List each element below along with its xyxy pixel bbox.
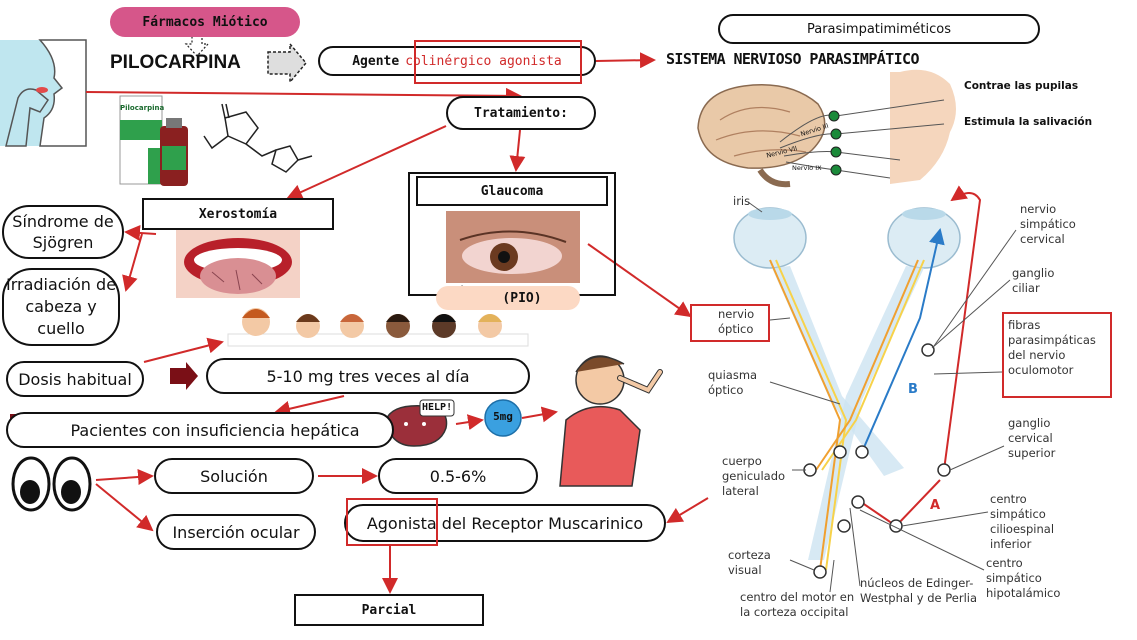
agente-highlight: colinérgico agonista xyxy=(405,53,562,69)
five-mg-text: 5mg xyxy=(493,410,513,423)
insercion-box: Inserción ocular xyxy=(156,514,316,550)
tratamiento-box: Tratamiento: xyxy=(446,96,596,130)
xerostomia-box: Xerostomía xyxy=(142,198,334,230)
dashed-arrow-icon xyxy=(267,41,307,85)
help-text: HELP! xyxy=(422,402,453,413)
letter-a-label: A xyxy=(930,498,941,513)
pacientes-box: Pacientes con insuficiencia hepática xyxy=(6,412,394,448)
agente-box: Agente colinérgico agonista xyxy=(318,46,596,76)
tratamiento-text: Tratamiento: xyxy=(474,105,568,121)
dry-mouth-image xyxy=(176,230,300,298)
molecule-structure xyxy=(203,103,313,173)
irradiacion-box: Irradiación de cabeza y cuello xyxy=(2,268,120,346)
iris-label: iris xyxy=(733,194,751,208)
sjogren-text: Síndrome de Sjögren xyxy=(12,212,114,252)
red-eye-image xyxy=(446,211,580,283)
centro-hipo-label: centro simpático hipotalámico xyxy=(986,556,1061,600)
insercion-text: Inserción ocular xyxy=(172,522,300,542)
product-box-label: Pilocarpina xyxy=(120,104,165,112)
sjogren-box: Síndrome de Sjögren xyxy=(2,205,124,259)
parcial-text: Parcial xyxy=(361,602,417,618)
solucion-valor-text: 0.5-6% xyxy=(429,466,487,486)
nervio-simpatico-label: nervio simpático cervical xyxy=(1020,202,1076,246)
saliva-label: Estimula la salivación xyxy=(964,116,1093,128)
person-pill-illustration xyxy=(0,39,87,147)
agonista-box: Agonista del Receptor Muscarinico xyxy=(344,504,666,542)
farmacos-text: Fármacos Miótico xyxy=(142,14,268,30)
fibras-label: fibras parasimpáticas del nervio oculomo… xyxy=(1008,318,1096,377)
sistema-title: SISTEMA NERVIOSO PARASIMPÁTICO xyxy=(666,50,920,68)
parasimpat-box: Parasimpatimiméticos xyxy=(718,14,1040,44)
parcial-box: Parcial xyxy=(294,594,484,626)
agonista-text: Agonista del Receptor Muscarinico xyxy=(366,513,644,533)
dosis-valor-box: 5-10 mg tres veces al día xyxy=(206,358,530,394)
dosis-text: Dosis habitual xyxy=(18,369,132,389)
cartoon-eyes-icon xyxy=(11,456,92,512)
fibras-box xyxy=(1002,312,1112,398)
drug-name: PILOCARPINA xyxy=(110,52,241,73)
dashed-down-arrow-icon xyxy=(184,35,210,57)
nervio-optico-box xyxy=(690,304,770,342)
agente-highlight-box xyxy=(414,40,582,84)
visual-pathway-anatomy xyxy=(733,185,1017,593)
parasympathetic-brain-illustration xyxy=(697,69,956,188)
corteza-label: corteza visual xyxy=(728,548,771,577)
pilocarpina-product-image xyxy=(119,95,188,186)
agonista-highlight-box xyxy=(346,498,438,546)
dosis-box: Dosis habitual xyxy=(6,361,144,397)
pio-text: (PIO) xyxy=(502,290,542,306)
agente-prefix: Agente xyxy=(352,53,400,69)
connector-arrows xyxy=(85,52,709,594)
solucion-valor-box: 0.5-6% xyxy=(378,458,538,494)
parasimpat-text: Parasimpatimiméticos xyxy=(806,21,952,37)
centro-motor-label: centro del motor en la corteza occipital xyxy=(740,590,855,619)
dosis-valor-text: 5-10 mg tres veces al día xyxy=(266,366,470,386)
glaucoma-text: Glaucoma xyxy=(480,183,544,199)
glaucoma-box: Glaucoma xyxy=(416,176,608,206)
liver-illustration xyxy=(385,399,455,447)
nucleos-label: núcleos de Edinger-Westphal y de Perlia xyxy=(860,576,978,605)
children-illustration xyxy=(227,308,529,347)
dose-arrow-icon xyxy=(170,362,198,390)
cuerpo-label: cuerpo geniculado lateral xyxy=(722,454,786,498)
pio-badge: (PIO) xyxy=(436,286,580,310)
nervio-optico-label: nervio óptico xyxy=(718,307,755,336)
quiasma-label: quiasma óptico xyxy=(708,368,758,397)
nervio9-label: Nervio IX xyxy=(792,164,822,172)
irradiacion-text: Irradiación de cabeza y cuello xyxy=(5,275,117,338)
dose-circle xyxy=(484,399,522,437)
xerostomia-text: Xerostomía xyxy=(198,206,278,222)
contrae-label: Contrae las pupilas xyxy=(964,80,1079,92)
ganglio-cervical-label: ganglio cervical superior xyxy=(1008,416,1056,460)
solucion-box: Solución xyxy=(154,458,314,494)
farmacos-badge: Fármacos Miótico xyxy=(110,7,300,37)
sick-person-illustration xyxy=(559,355,663,487)
letter-b-label: B xyxy=(908,382,918,397)
pacientes-text: Pacientes con insuficiencia hepática xyxy=(70,420,360,440)
solucion-text: Solución xyxy=(200,466,268,486)
centro-cilio-label: centro simpático cilioespinal inferior xyxy=(990,492,1055,551)
ganglio-ciliar-label: ganglio ciliar xyxy=(1012,266,1055,295)
